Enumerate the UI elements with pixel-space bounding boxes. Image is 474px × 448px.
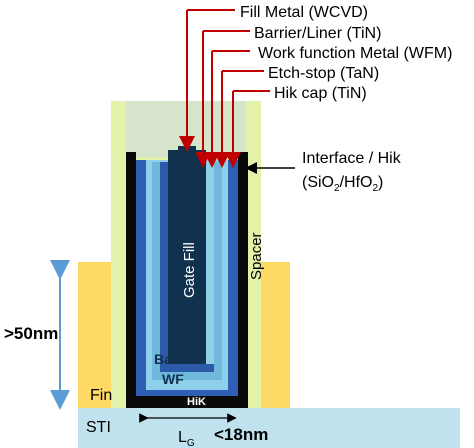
interface-materials: (SiO2/HfO2) — [302, 174, 383, 194]
gate-length-label: LG — [178, 429, 195, 448]
wf-inner — [152, 162, 222, 380]
gate-fill-label: Gate Fill — [181, 242, 198, 298]
interface-label: Interface / Hik — [302, 150, 402, 167]
height-label: >50nm — [4, 324, 58, 343]
fill-metal-label: Fill Metal (WCVD) — [240, 4, 368, 21]
gate-fill-top — [178, 146, 196, 154]
hik-cap-label: Hik cap (TiN) — [274, 85, 367, 102]
spacer-label: Spacer — [248, 232, 265, 280]
sti-label: STI — [86, 419, 111, 436]
wf-gap — [206, 162, 214, 364]
gate-fill — [168, 150, 206, 364]
work-function-label: Work function Metal (WFM) — [258, 45, 452, 62]
hik-label: HiK — [187, 396, 206, 408]
barrier-label: Barrier — [154, 351, 200, 367]
gate-length-value: <18nm — [214, 425, 268, 444]
sti-region — [78, 408, 460, 448]
wf-label: WF — [162, 371, 184, 387]
etch-stop-label: Etch-stop (TaN) — [268, 65, 379, 82]
barrier-liner-label: Barrier/Liner (TiN) — [254, 25, 381, 42]
fin-label: Fin — [90, 387, 112, 404]
